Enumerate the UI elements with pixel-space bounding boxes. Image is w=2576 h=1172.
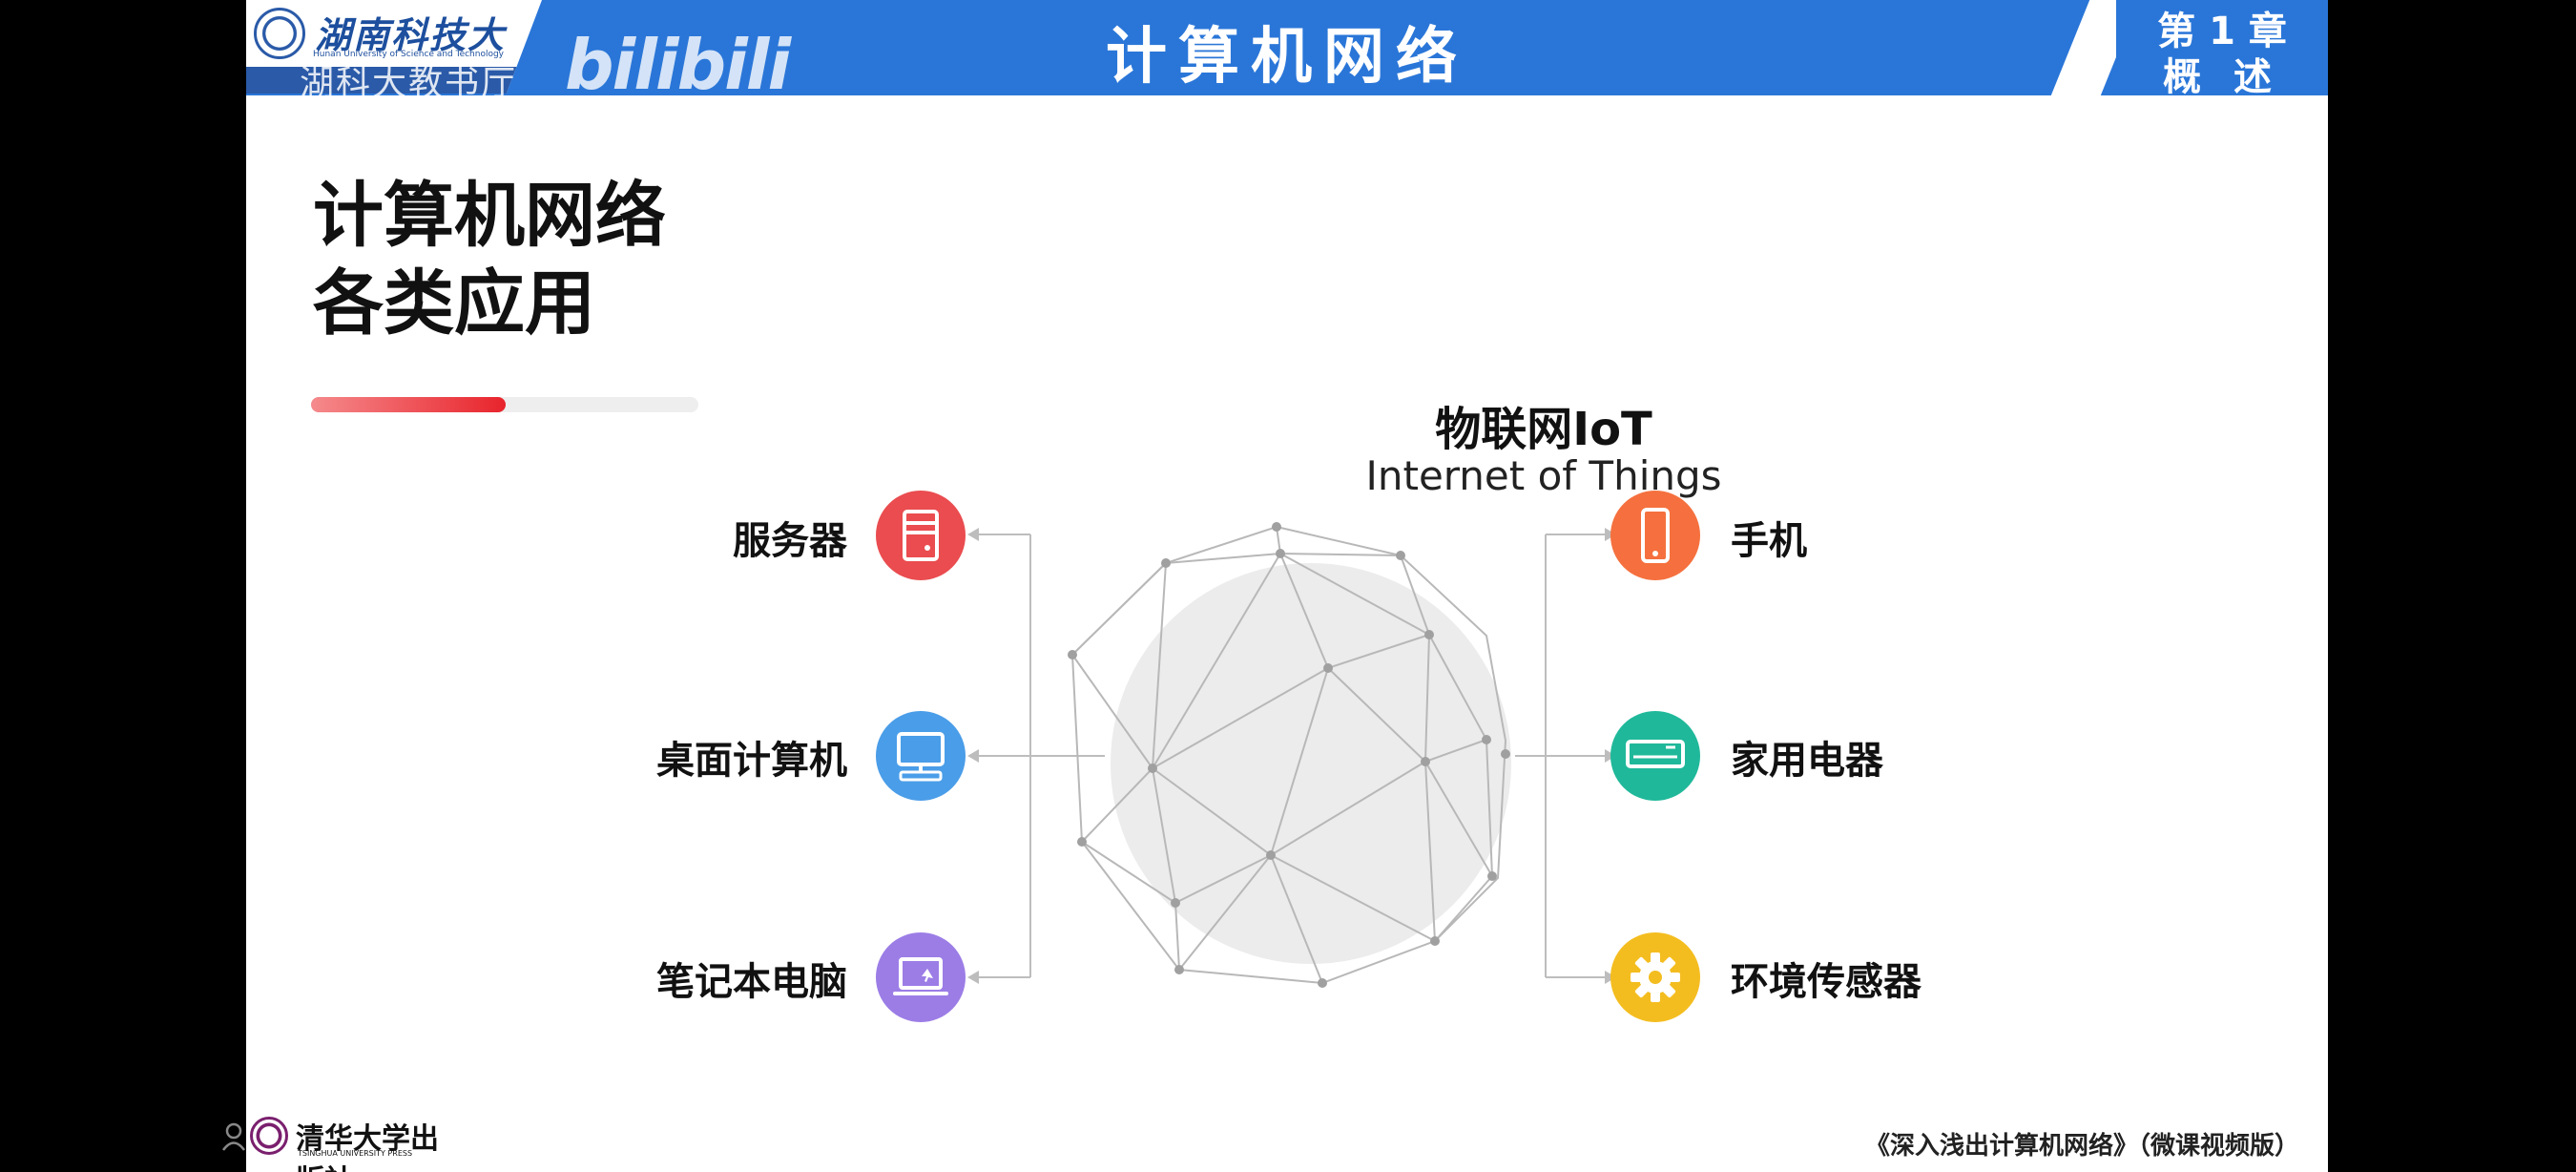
logo-stripe: [246, 67, 532, 94]
slide-title-line1: 计算机网络: [313, 175, 666, 257]
connector-lines: [971, 534, 1610, 978]
slide-title-line2: 各类应用: [313, 262, 595, 345]
label-environment-sensor: 环境传感器: [1731, 960, 1922, 1004]
bilibili-watermark: bilibili: [565, 25, 791, 105]
label-desktop-computer: 桌面计算机: [656, 739, 847, 783]
university-seal-icon: [254, 8, 305, 59]
person-icon: [221, 1122, 246, 1151]
publisher-name: 清华大学出版社: [296, 1122, 439, 1172]
university-name-en: Hunan University of Science and Technolo…: [313, 50, 505, 59]
slide: 湖南科技大学 Hunan University of Science and T…: [246, 0, 2328, 1172]
gear-icon: [1610, 932, 1700, 1022]
label-home-appliance: 家用电器: [1731, 739, 1883, 783]
university-logo-panel: 湖南科技大学 Hunan University of Science and T…: [246, 0, 542, 94]
course-title: 计算机网络: [1106, 22, 1468, 93]
iot-network-diagram: [967, 522, 1616, 988]
slide-title: 计算机网络 各类应用: [313, 172, 666, 347]
label-mobile-phone: 手机: [1731, 519, 1807, 563]
server-icon: [876, 491, 966, 580]
network-sphere-shadow: [1111, 563, 1511, 964]
publisher-name-en: TSINGHUA UNIVERSITY PRESS: [298, 1149, 413, 1158]
book-title: 《深入浅出计算机网络》（微课视频版）: [1864, 1132, 2299, 1161]
chapter-name: 概 述: [2163, 55, 2281, 99]
air-conditioner-icon: [1610, 711, 1700, 801]
label-laptop: 笔记本电脑: [656, 960, 847, 1004]
desktop-computer-icon: [876, 711, 966, 801]
mobile-phone-icon: [1610, 491, 1700, 580]
iot-title: 物联网IoT: [1435, 403, 1652, 456]
chapter-box: 第 1 章 概 述: [2116, 0, 2328, 99]
chapter-number: 第 1 章: [2157, 10, 2287, 53]
header-bar: [246, 0, 2328, 95]
watermark-text: 湖科大教书厅: [300, 64, 518, 103]
title-underline-accent: [311, 397, 506, 412]
network-mesh: [1070, 525, 1507, 985]
publisher-logo: 清华大学出版社 TSINGHUA UNIVERSITY PRESS: [246, 1115, 456, 1172]
laptop-icon: [876, 932, 966, 1022]
network-nodes: [1068, 522, 1510, 988]
label-server: 服务器: [733, 519, 847, 563]
publisher-seal-icon: [250, 1117, 288, 1155]
